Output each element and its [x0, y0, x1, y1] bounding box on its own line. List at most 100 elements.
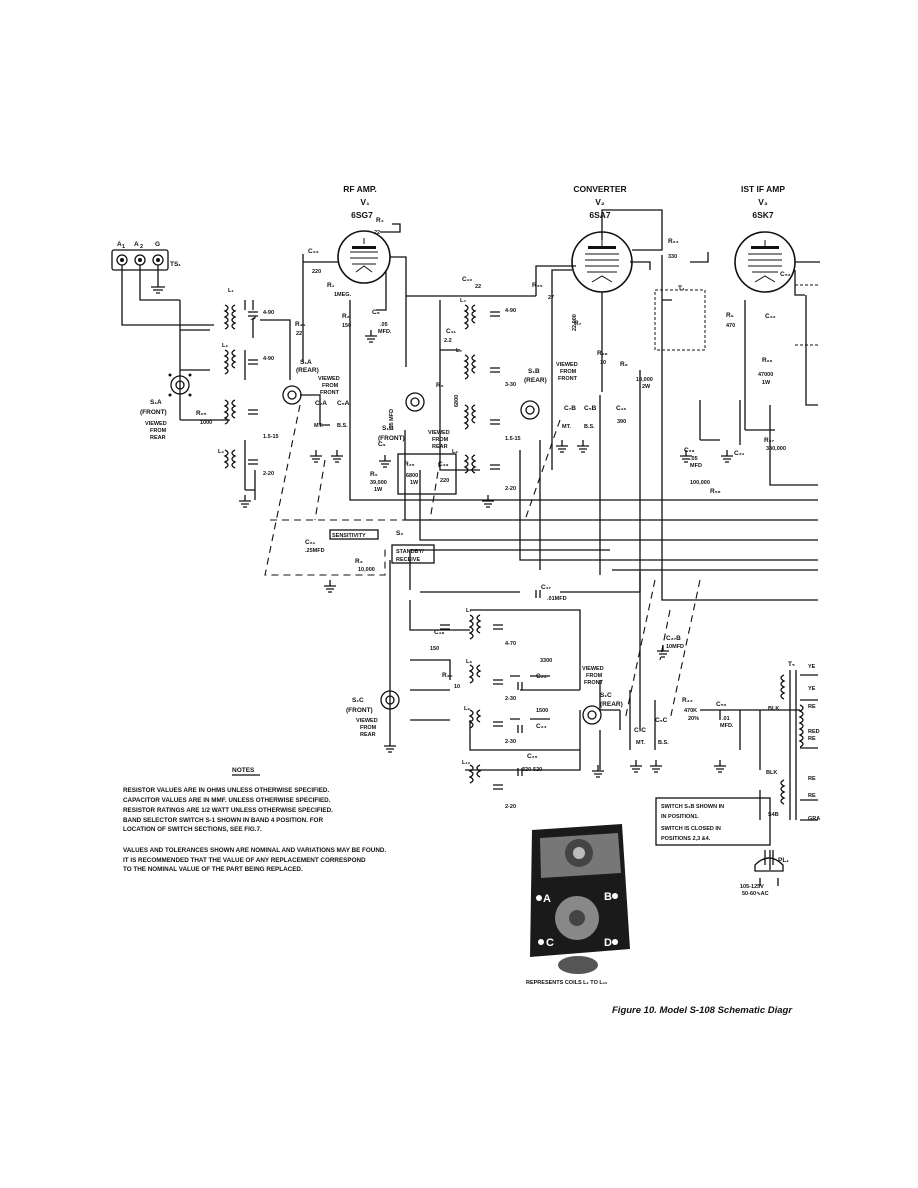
svg-text:1000: 1000 — [200, 420, 212, 426]
svg-text:SWITCH S₄B SHOWN IN: SWITCH S₄B SHOWN IN — [661, 804, 724, 810]
svg-text:R₆₇: R₆₇ — [764, 437, 775, 444]
switch-s1b-rear: S₁B (REAR) VIEWED FROM FRONT — [520, 362, 578, 420]
svg-text:1W: 1W — [410, 480, 419, 486]
svg-text:FRONT: FRONT — [584, 680, 604, 686]
note-line: RESISTOR VALUES ARE IN OHMS UNLESS OTHER… — [123, 787, 329, 794]
svg-text:C₂₈: C₂₈ — [684, 447, 695, 454]
svg-text:RE: RE — [808, 793, 816, 799]
svg-text:1500: 1500 — [536, 708, 548, 714]
svg-text:FROM: FROM — [560, 369, 577, 375]
svg-text:FROM: FROM — [360, 725, 377, 731]
svg-text:2-20: 2-20 — [263, 471, 274, 477]
svg-text:R₆₆: R₆₆ — [762, 357, 773, 364]
svg-text:C₉: C₉ — [378, 441, 386, 448]
svg-text:R₁: R₁ — [327, 282, 335, 289]
tube-type-label: 6SA7 — [589, 210, 611, 220]
svg-text:RE: RE — [808, 736, 816, 742]
rf-coils-l1-l3: L₁ L₂ L₃ 4-90 4-90 1.5-15 2-20 — [218, 288, 279, 477]
svg-text:S₁B: S₁B — [528, 368, 540, 375]
ground-symbols — [239, 330, 733, 778]
svg-text:C₆₁: C₆₁ — [305, 539, 316, 546]
svg-text:MT.: MT. — [636, 740, 645, 746]
svg-text:B.S.: B.S. — [658, 740, 669, 746]
svg-text:50-60∿AC: 50-60∿AC — [742, 891, 769, 897]
svg-text:VIEWED: VIEWED — [556, 362, 578, 368]
svg-text:6800: 6800 — [406, 473, 418, 479]
svg-text:10: 10 — [600, 360, 606, 366]
svg-text:IN POSITION1.: IN POSITION1. — [661, 814, 699, 820]
svg-text:MT.: MT. — [314, 423, 323, 429]
switch-s1a-front: S₁A (FRONT) VIEWED FROM REAR — [140, 373, 192, 441]
svg-text:G: G — [155, 241, 160, 248]
svg-text:.01MFD: .01MFD — [547, 596, 567, 602]
svg-text:1W: 1W — [762, 380, 771, 386]
svg-text:R₆: R₆ — [436, 382, 444, 389]
svg-text:S₂: S₂ — [396, 530, 403, 537]
tube-v3-symbol — [734, 231, 796, 293]
svg-text:BLK: BLK — [766, 770, 777, 776]
svg-text:L₄: L₄ — [460, 298, 466, 304]
svg-text:PL₁: PL₁ — [778, 857, 789, 864]
tube-header-v3: IST IF AMP V₃ 6SK7 — [741, 184, 785, 220]
svg-text:100,000: 100,000 — [690, 480, 710, 486]
svg-text:L₂: L₂ — [222, 343, 228, 349]
svg-text:C₃₂: C₃₂ — [765, 313, 776, 320]
svg-text:4-90: 4-90 — [263, 356, 274, 362]
coil-corner-d: D — [604, 937, 612, 949]
power-transformer-t5 — [780, 670, 818, 820]
coil-corner-a: A — [543, 893, 551, 905]
svg-text:20%: 20% — [688, 716, 699, 722]
svg-text:R₅: R₅ — [370, 471, 378, 478]
coil-corner-b: B — [604, 891, 612, 903]
svg-text:4-90: 4-90 — [263, 310, 274, 316]
svg-text:B.S.: B.S. — [337, 423, 348, 429]
svg-text:L₃: L₃ — [218, 449, 224, 455]
svg-text:C₅₂: C₅₂ — [780, 271, 791, 278]
svg-text:(REAR): (REAR) — [600, 701, 623, 708]
svg-text:C₂₅: C₂₅ — [527, 753, 538, 760]
svg-text:L₅: L₅ — [456, 348, 462, 354]
svg-text:RE: RE — [808, 704, 816, 710]
switch-s4b-note: SWITCH S₄B SHOWN IN IN POSITION1. SWITCH… — [655, 797, 771, 846]
svg-text:.25MFD: .25MFD — [305, 548, 325, 554]
gang-linkage-dashed — [264, 284, 818, 721]
svg-text:S₁C: S₁C — [600, 692, 612, 699]
svg-text:C₅₆: C₅₆ — [716, 701, 727, 708]
svg-text:R₄: R₄ — [376, 217, 384, 224]
svg-text:220: 220 — [440, 478, 449, 484]
svg-text:22,000: 22,000 — [572, 314, 578, 331]
svg-text:22: 22 — [296, 331, 302, 337]
svg-text:MT.: MT. — [562, 424, 571, 430]
svg-text:.05 MFD: .05 MFD — [389, 409, 395, 430]
svg-text:C₁₀: C₁₀ — [462, 276, 472, 283]
svg-text:BLK: BLK — [768, 706, 779, 712]
tube-ref-label: V₂ — [595, 197, 605, 207]
svg-text:R₆₄: R₆₄ — [668, 238, 679, 245]
coil-photo: A B C D REPRESENTS COILS L₁ TO L₁₀ — [526, 824, 630, 986]
svg-text:330,000: 330,000 — [766, 446, 786, 452]
svg-text:A: A — [134, 241, 139, 248]
note-line: VALUES AND TOLERANCES SHOWN ARE NOMINAL … — [123, 847, 386, 854]
note-line: TO THE NOMINAL VALUE OF THE PART BEING R… — [123, 866, 303, 873]
svg-text:22: 22 — [374, 230, 380, 236]
svg-text:R₉: R₉ — [726, 312, 734, 319]
note-line: BAND SELECTOR SWITCH S-1 SHOWN IN BAND 4… — [123, 817, 323, 824]
svg-text:2-20: 2-20 — [505, 804, 516, 810]
svg-text:SENSITIVITY: SENSITIVITY — [332, 533, 366, 539]
svg-text:R₃₁: R₃₁ — [295, 321, 306, 328]
switch-s1c-rear: VIEWED FROM FRONT S₁C (REAR) — [582, 666, 623, 725]
svg-text:FRONT: FRONT — [320, 390, 340, 396]
main-wiring — [179, 209, 820, 870]
tube-type-label: 6SK7 — [752, 210, 774, 220]
svg-text:RED: RED — [808, 729, 820, 735]
tube-ref-label: V₁ — [360, 197, 370, 207]
svg-text:R₃₀: R₃₀ — [442, 672, 453, 679]
svg-text:(REAR): (REAR) — [524, 377, 547, 384]
tube-v1-symbol — [337, 230, 391, 284]
svg-text:C₅C: C₅C — [655, 717, 668, 724]
svg-text:YE: YE — [808, 664, 816, 670]
svg-text:220: 220 — [312, 269, 321, 275]
svg-text:2W: 2W — [642, 384, 651, 390]
svg-text:C₂₉: C₂₉ — [438, 461, 449, 468]
